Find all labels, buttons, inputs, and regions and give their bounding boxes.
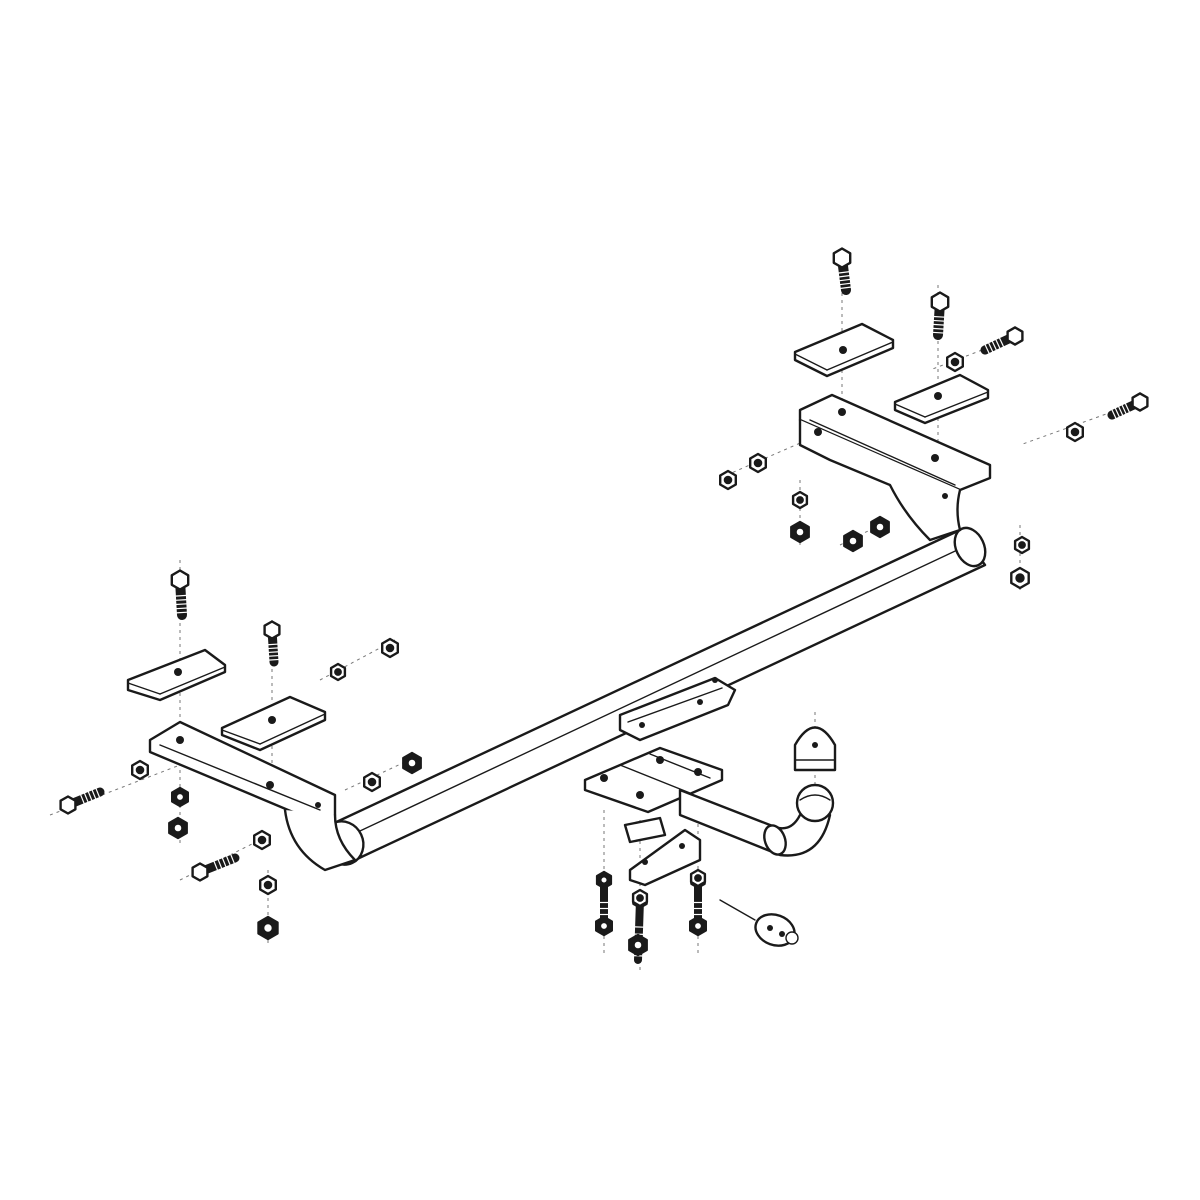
nut <box>689 915 707 937</box>
left-mounting-plate-front <box>126 648 227 702</box>
left-mounting-plate-rear <box>220 695 327 752</box>
bolt <box>832 247 852 295</box>
bolt <box>980 326 1024 355</box>
left-side-bracket <box>148 720 357 872</box>
bolt <box>59 787 105 815</box>
nut <box>791 490 809 510</box>
center-receiver-bracket <box>618 676 737 742</box>
nut <box>402 751 422 775</box>
right-mounting-plate-front <box>793 322 895 378</box>
nut <box>168 816 188 840</box>
bolt <box>170 569 190 620</box>
tow-ball <box>795 783 835 823</box>
nut <box>1065 421 1085 443</box>
nut <box>259 874 277 896</box>
hitch-arm <box>678 788 832 857</box>
bolt <box>930 291 950 340</box>
nut <box>1010 566 1030 590</box>
socket-bracket <box>623 816 702 887</box>
fasteners <box>59 247 1149 964</box>
nut <box>749 452 767 474</box>
nut <box>363 771 381 793</box>
right-mounting-plate-rear <box>893 373 990 425</box>
hitch-mounting-plate <box>583 746 724 814</box>
nut <box>381 637 399 659</box>
nut <box>595 870 613 890</box>
nut <box>790 520 810 544</box>
nut <box>843 529 863 553</box>
bolt <box>191 853 240 882</box>
nut <box>719 469 737 491</box>
nut <box>329 662 347 682</box>
nut <box>170 786 190 808</box>
nut <box>689 868 707 888</box>
electrical-socket-icon <box>719 899 799 947</box>
tow-ball-cover <box>793 726 837 772</box>
nut <box>628 933 648 957</box>
nut <box>252 829 271 851</box>
nut <box>257 915 279 941</box>
nut <box>870 515 890 539</box>
nut <box>595 915 613 937</box>
nut <box>130 759 150 781</box>
nut <box>1013 535 1031 555</box>
nut <box>946 351 964 373</box>
bolt <box>1107 392 1149 420</box>
right-side-bracket <box>798 393 992 542</box>
nut <box>631 888 649 908</box>
bolt <box>263 620 281 667</box>
